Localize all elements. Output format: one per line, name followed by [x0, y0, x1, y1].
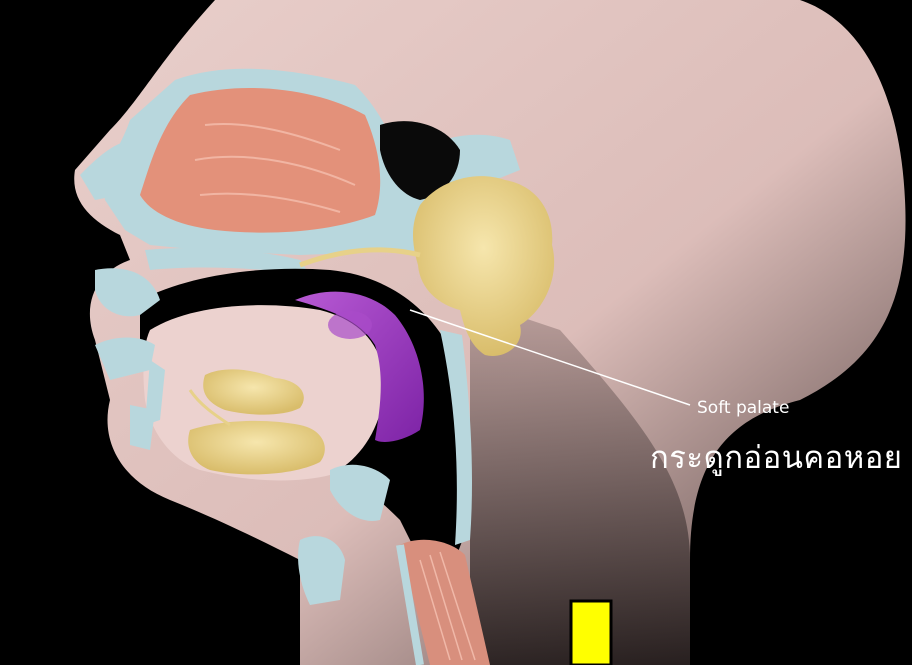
yellow-marker — [571, 601, 611, 665]
soft-palate-label-en: Soft palate — [697, 398, 789, 418]
submandibular-gland — [188, 421, 325, 475]
soft-palate-label-th: กระดูกอ่อนคอหอย — [650, 432, 902, 482]
